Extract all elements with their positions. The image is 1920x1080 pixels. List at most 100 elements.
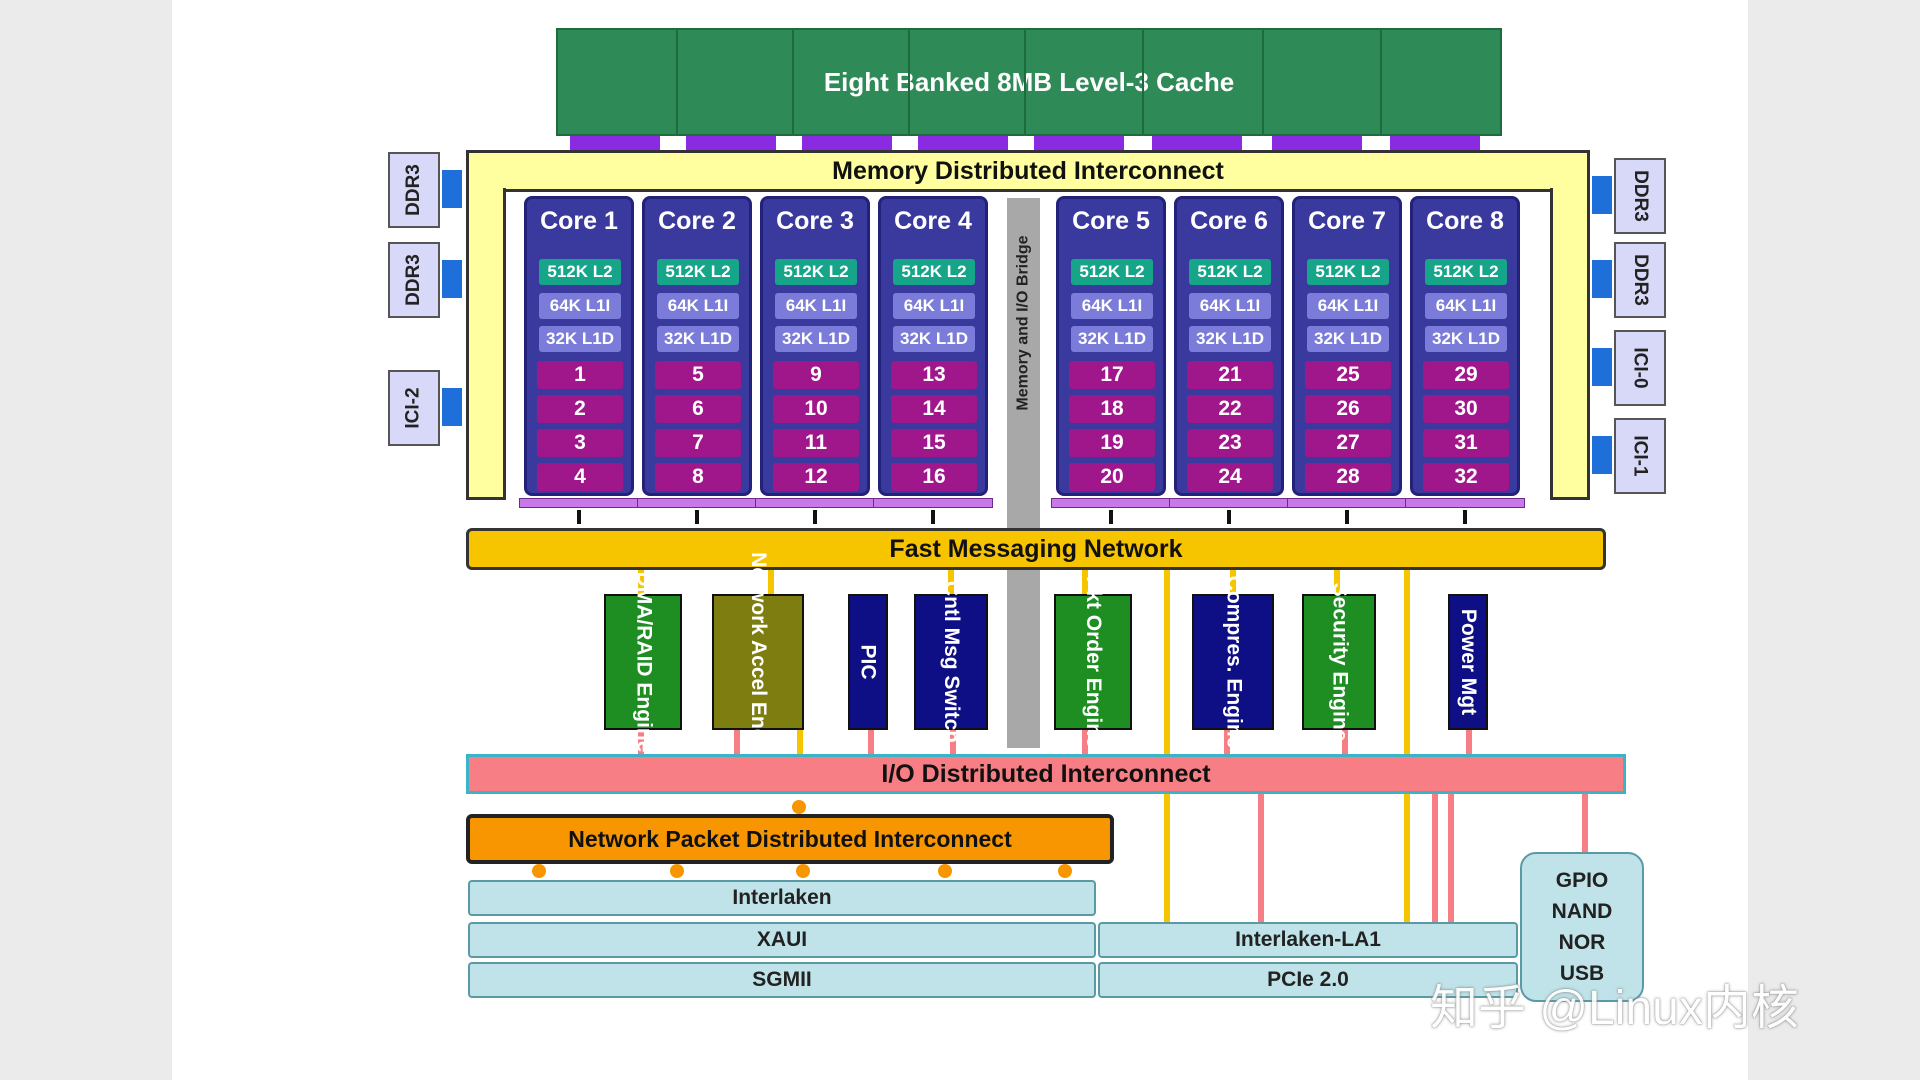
core-base (1051, 498, 1171, 508)
core-title: Core 8 (1426, 207, 1504, 235)
hardware-thread: 2 (537, 395, 623, 423)
hardware-thread: 32 (1423, 463, 1509, 491)
pcie-port: PCIe 2.0 (1098, 962, 1518, 998)
hardware-thread: 27 (1305, 429, 1391, 457)
packet-link-dot (1058, 864, 1072, 878)
right-port-ddr3-0: DDR3 (1614, 158, 1666, 234)
engine-pic: PIC (848, 594, 888, 730)
l3-bank-port (570, 136, 660, 150)
nand-label: NAND (1551, 900, 1613, 923)
core-link (813, 510, 817, 524)
port-connector (1592, 436, 1612, 474)
core-base (637, 498, 757, 508)
left-port-ici-2-2: ICI-2 (388, 370, 440, 446)
engine-dma-raid-engine: DMA/RAID Engine (604, 572, 682, 752)
core-link (931, 510, 935, 524)
hardware-thread: 12 (773, 463, 859, 491)
hardware-thread: 6 (655, 395, 741, 423)
l2-cache: 512K L2 (1307, 259, 1389, 285)
hardware-thread: 20 (1069, 463, 1155, 491)
port-connector (442, 388, 462, 426)
l3-bank-port (1272, 136, 1362, 150)
l1i-cache: 64K L1I (1307, 293, 1389, 319)
fmn-link (1082, 570, 1088, 594)
interlaken-la1-port: Interlaken-LA1 (1098, 922, 1518, 958)
fast-messaging-network: Fast Messaging Network (466, 528, 1606, 570)
core-link (1345, 510, 1349, 524)
hardware-thread: 13 (891, 361, 977, 389)
hardware-thread: 30 (1423, 395, 1509, 423)
hardware-thread: 19 (1069, 429, 1155, 457)
memory-io-bridge-label: Memory and I/O Bridge (1014, 235, 1032, 411)
l3-bank-port (1390, 136, 1480, 150)
core-base (873, 498, 993, 508)
l2-cache: 512K L2 (539, 259, 621, 285)
io-link (1082, 730, 1088, 756)
hardware-thread: 22 (1187, 395, 1273, 423)
sgmii-port: SGMII (468, 962, 1096, 998)
l1i-cache: 64K L1I (657, 293, 739, 319)
io-link (638, 730, 644, 756)
core-link (577, 510, 581, 524)
l3-bank-divider (1024, 28, 1026, 136)
l3-bank-divider (1142, 28, 1144, 136)
l2-cache: 512K L2 (893, 259, 975, 285)
fmn-link (948, 570, 954, 594)
engine-security-engine: Security Engine (1302, 583, 1376, 741)
l1d-cache: 32K L1D (1189, 326, 1271, 352)
gpio-label: GPIO (1555, 869, 1609, 892)
core-title: Core 7 (1308, 207, 1386, 235)
core-link (695, 510, 699, 524)
right-port-ddr3-1: DDR3 (1614, 242, 1666, 318)
hardware-thread: 21 (1187, 361, 1273, 389)
memory-io-bridge (1007, 198, 1040, 748)
l2-cache: 512K L2 (1071, 259, 1153, 285)
engine-cntl-msg-switch: Cntl Msg Switch (914, 581, 988, 743)
l3-bank-divider (908, 28, 910, 136)
packet-link-dot (792, 800, 806, 814)
hardware-thread: 26 (1305, 395, 1391, 423)
nor-label: NOR (1558, 931, 1606, 954)
core-title: Core 5 (1072, 207, 1150, 235)
io-port-link (1448, 794, 1454, 922)
engine-network-accel-engine: Network Accel Engine (712, 552, 804, 772)
l1i-cache: 64K L1I (1425, 293, 1507, 319)
l1i-cache: 64K L1I (893, 293, 975, 319)
hardware-thread: 23 (1187, 429, 1273, 457)
l3-bank-divider (792, 28, 794, 136)
l2-cache: 512K L2 (1189, 259, 1271, 285)
io-link (868, 730, 874, 756)
core-link (1227, 510, 1231, 524)
left-port-ddr3-0: DDR3 (388, 152, 440, 228)
l2-cache: 512K L2 (775, 259, 857, 285)
l1i-cache: 64K L1I (775, 293, 857, 319)
io-link (734, 730, 740, 756)
core-title: Core 6 (1190, 207, 1268, 235)
engine-power-mgt: Power Mgt (1448, 594, 1488, 730)
fmn-io-link (1164, 570, 1170, 922)
io-link (1224, 730, 1230, 756)
memory-interconnect-right-arm (1550, 188, 1590, 500)
packet-link-dot (532, 864, 546, 878)
hardware-thread: 9 (773, 361, 859, 389)
network-accel-link (797, 730, 803, 754)
core-base (1169, 498, 1289, 508)
io-link (1342, 730, 1348, 756)
hardware-thread: 29 (1423, 361, 1509, 389)
port-connector (1592, 348, 1612, 386)
io-gpio-link (1582, 794, 1588, 854)
l3-bank-divider (1262, 28, 1264, 136)
watermark: 知乎 @Linux内核 (1430, 982, 1799, 1035)
l1d-cache: 32K L1D (893, 326, 975, 352)
hardware-thread: 28 (1305, 463, 1391, 491)
hardware-thread: 14 (891, 395, 977, 423)
core-link (1109, 510, 1113, 524)
l3-bank-port (918, 136, 1008, 150)
core-base (519, 498, 639, 508)
core-title: Core 2 (658, 207, 736, 235)
